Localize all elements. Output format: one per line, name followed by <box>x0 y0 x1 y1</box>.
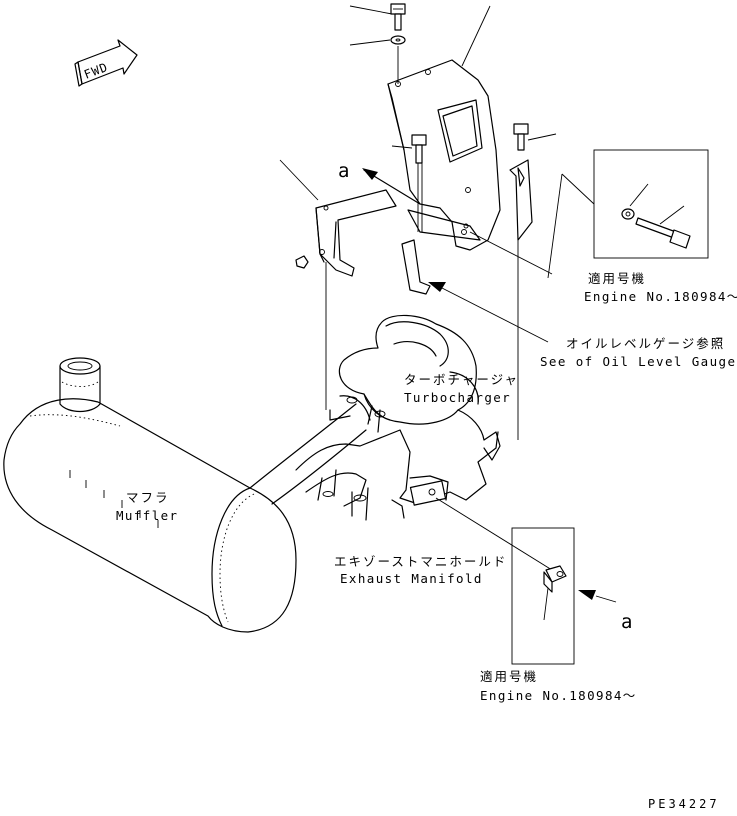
oil-level-arrow <box>428 282 549 343</box>
svg-text:a: a <box>338 160 349 182</box>
muffler <box>3 357 297 633</box>
muffler-label-jp: マフラ <box>126 490 170 505</box>
turbo-label-jp: ターボチャージャ <box>404 372 519 387</box>
detail-box-top <box>547 149 709 279</box>
turbo-label-en: Turbocharger <box>404 390 511 405</box>
side-bracket <box>509 159 533 440</box>
oil-level-label-en: See of Oil Level Gauge <box>540 354 736 369</box>
middle-bolt <box>391 134 427 232</box>
ref-a-bottom: a <box>578 590 632 633</box>
engine-no-bottom-en: Engine No.180984～ <box>480 688 637 703</box>
bracket-plate <box>387 5 501 251</box>
turbocharger <box>329 314 501 461</box>
exhaust-pipe <box>249 395 371 505</box>
engine-no-top-en: Engine No.180984～ <box>584 289 737 304</box>
drawing-code: PE34227 <box>648 797 720 811</box>
right-bolt <box>513 123 557 151</box>
engine-no-top-jp: 適用号機 <box>588 271 646 286</box>
manifold-label-jp: エキゾーストマニホールド <box>334 554 507 569</box>
muffler-label-en: Muffler <box>116 508 178 523</box>
center-mount <box>401 209 553 295</box>
manifold-label-en: Exhaust Manifold <box>340 571 483 586</box>
top-bolt <box>349 3 406 84</box>
detail-box-bottom <box>511 527 575 665</box>
svg-text:a: a <box>621 611 632 633</box>
oil-level-label-jp: オイルレベルゲージ参照 <box>566 336 725 351</box>
ref-a-top: a <box>338 160 421 205</box>
fwd-arrow-icon: FWD <box>74 39 138 87</box>
engine-no-bottom-jp: 適用号機 <box>480 669 538 684</box>
exhaust-manifold <box>295 429 553 571</box>
left-angle-bracket <box>279 159 397 410</box>
